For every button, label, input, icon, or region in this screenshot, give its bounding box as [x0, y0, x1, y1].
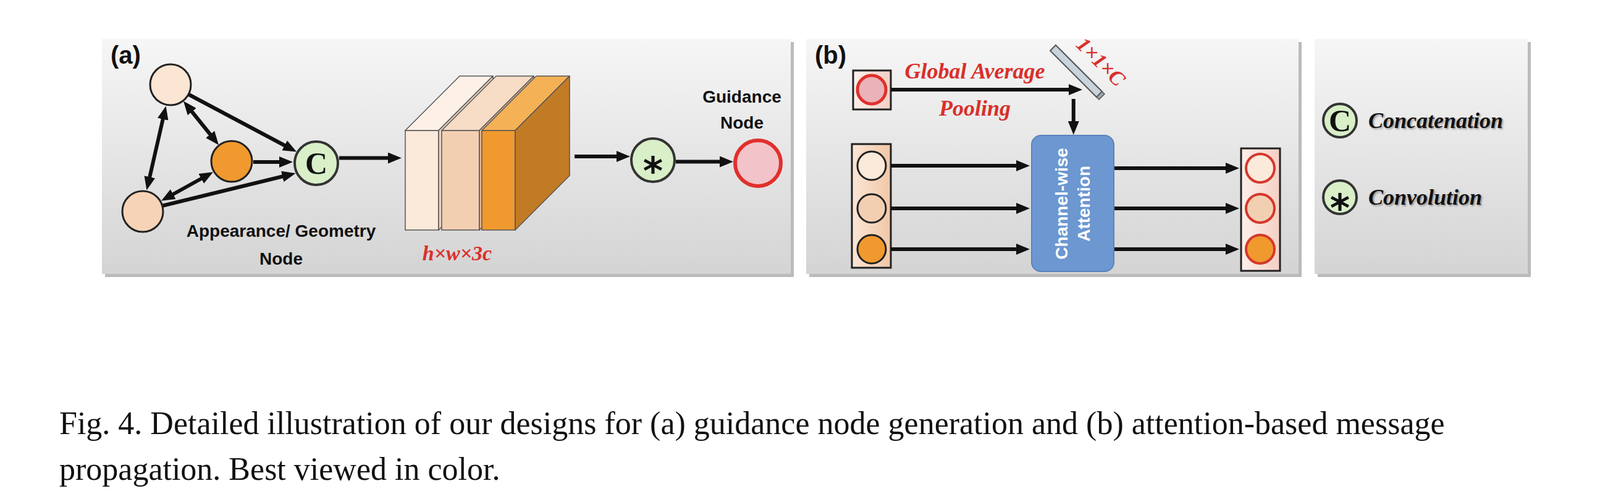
- node-text: Guidance Node: [689, 84, 795, 136]
- pool-vector-bar: [1096, 91, 1105, 100]
- node-text: 1×1×C: [1071, 32, 1130, 91]
- legend-panel: [1314, 38, 1528, 274]
- flow-arrow: [1071, 98, 1076, 125]
- node-type-label-box: Appearance/ Geometry Node: [163, 217, 399, 274]
- updated-node: [1246, 234, 1275, 264]
- legend-symbol-text-box: C: [1321, 101, 1359, 139]
- node-text: (b): [814, 41, 847, 70]
- node-text: Channel-wise Attention: [1050, 141, 1096, 266]
- node-type-label: Appearance/ Geometry Node: [163, 217, 399, 274]
- graph-node: [150, 64, 191, 106]
- feature-slab: [405, 130, 439, 230]
- pool-vector: 1×1×C: [1045, 45, 1103, 99]
- graph-node: [857, 193, 886, 223]
- feature-stack: h×w×3c: [401, 72, 575, 233]
- node-text: (a): [110, 41, 141, 70]
- legend-entry: Concatenation: [1368, 107, 1504, 134]
- figure-caption: Fig. 4. Detailed illustration of our des…: [59, 400, 1586, 492]
- message-arrow: [890, 163, 1020, 168]
- graph-node: [211, 140, 253, 182]
- graph-arrow: [169, 176, 205, 196]
- graph-node: [857, 151, 886, 180]
- legend-symbol-text: C: [1328, 105, 1352, 136]
- conv-node: *: [630, 137, 676, 183]
- message-arrow: [890, 206, 1020, 211]
- legend-text: Convolution: [1368, 184, 1483, 211]
- concat-node: C: [293, 140, 340, 186]
- legend-symbol: [1323, 103, 1357, 138]
- guidance-node: Guidance Node: [733, 138, 783, 188]
- legend-symbol-text-box: *: [1321, 178, 1359, 216]
- graph-arrow: [148, 115, 164, 181]
- legend-text: Concatenation: [1368, 107, 1504, 134]
- panel-ground: [101, 38, 791, 274]
- feature-slab: [441, 130, 480, 230]
- node-text: *: [643, 148, 663, 194]
- feature-slab: [515, 75, 570, 230]
- graph-arrow: [187, 93, 288, 148]
- flow-arrow: [339, 156, 392, 160]
- feature-slab: [481, 130, 516, 230]
- node-text: C: [305, 147, 328, 179]
- attention-box: Channel-wise Attention: [1031, 134, 1115, 272]
- node-stack: [851, 143, 891, 268]
- legend-entry: Convolution: [1368, 184, 1483, 211]
- updated-node: [1246, 193, 1275, 223]
- panel: (b) 1×1×C Channel-wise Attention: [806, 38, 1299, 274]
- caption-box: Fig. 4. Detailed illustration of our des…: [59, 400, 1586, 492]
- graph-node: [122, 190, 164, 232]
- graph-arrow: [189, 108, 213, 138]
- node-text: h×w×3c: [422, 241, 492, 266]
- operation-label-box: Global Average Pooling: [893, 52, 1057, 127]
- legend-symbol-text: *: [1330, 185, 1350, 231]
- node-stack: [1241, 148, 1280, 271]
- pool-arrow: [890, 87, 1073, 92]
- message-arrow: [890, 247, 1020, 251]
- message-arrow: [1114, 247, 1230, 251]
- message-arrow: [1114, 206, 1230, 211]
- flow-arrow: [574, 154, 621, 159]
- graph-node: [857, 234, 886, 264]
- guidance-sample: [857, 75, 886, 104]
- input-box: [853, 70, 891, 110]
- operation-label: Global Average Pooling: [893, 52, 1057, 127]
- graph-arrow: [253, 160, 283, 164]
- updated-node: [1246, 153, 1275, 183]
- panel-ground: [806, 38, 1299, 274]
- flow-arrow: [675, 160, 724, 164]
- message-arrow: [1114, 166, 1230, 170]
